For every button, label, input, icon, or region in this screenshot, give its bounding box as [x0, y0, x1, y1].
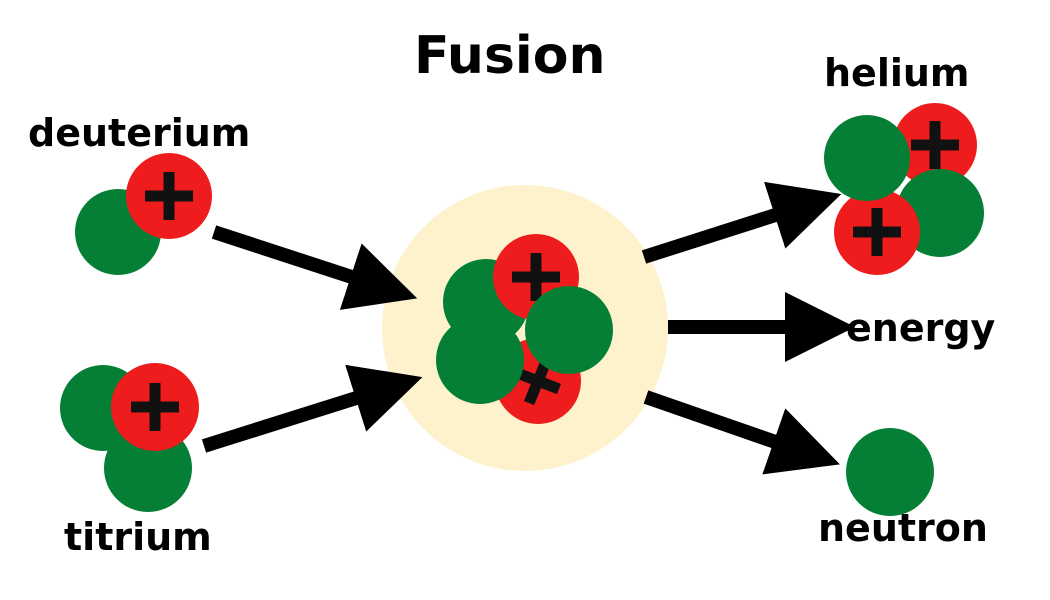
neutron-icon	[436, 316, 524, 404]
tritium-label: titrium	[64, 515, 212, 559]
neutron-icon	[525, 286, 613, 374]
fusion-to-neutron-arrow	[643, 390, 840, 475]
proton-icon	[834, 189, 920, 275]
diagram-title: Fusion	[414, 26, 606, 86]
deuterium-label: deuterium	[28, 111, 251, 155]
plus-icon	[512, 253, 560, 301]
proton-icon	[893, 103, 977, 187]
plus-icon	[911, 121, 959, 169]
helium-label: helium	[824, 51, 970, 95]
tritium-to-fusion-arrow	[201, 364, 423, 453]
plus-icon	[515, 356, 561, 406]
plus-icon	[853, 208, 901, 256]
neutron-icon	[824, 115, 910, 201]
helium-nucleus	[824, 103, 984, 275]
neutron-icon	[846, 428, 934, 516]
energy-label: energy	[846, 306, 996, 350]
deuterium-nucleus	[75, 153, 212, 275]
deuterium-to-fusion-arrow	[211, 225, 418, 310]
fusion-glow	[382, 185, 668, 471]
fusing-nucleus-cluster	[436, 234, 613, 424]
tritium-nucleus	[60, 363, 199, 512]
plus-icon	[145, 172, 193, 220]
proton-icon	[111, 363, 199, 451]
proton-icon	[126, 153, 212, 239]
neutron-label: neutron	[818, 506, 988, 550]
plus-icon	[131, 383, 179, 431]
fusion-to-helium-arrow	[641, 181, 842, 264]
